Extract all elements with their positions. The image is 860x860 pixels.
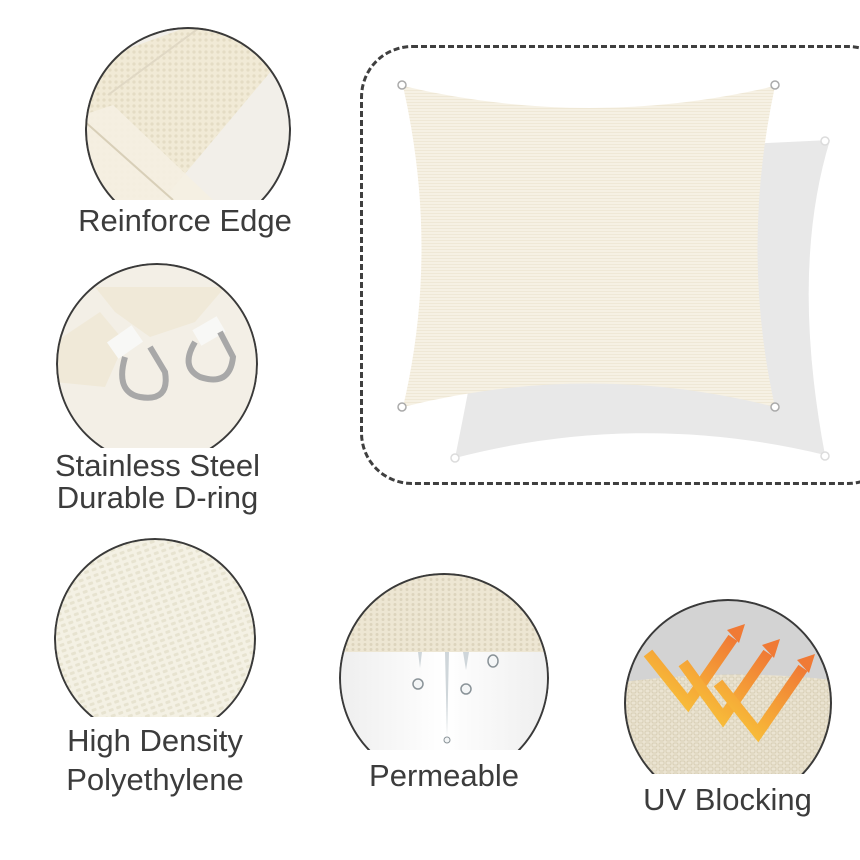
permeable-label: Permeable bbox=[369, 758, 519, 793]
uv-blocking-label: UV Blocking bbox=[643, 782, 812, 817]
hdpe-image bbox=[53, 537, 258, 717]
permeable-image bbox=[338, 572, 550, 750]
reinforce-edge-label: Reinforce Edge bbox=[78, 203, 292, 238]
hdpe-label-line2: Polyethylene bbox=[66, 762, 244, 797]
hdpe-label-line1: High Density bbox=[67, 723, 243, 758]
product-frame bbox=[360, 45, 860, 485]
d-ring-label-line2: Durable D-ring bbox=[56, 480, 259, 515]
d-ring-label-line1: Stainless Steel bbox=[54, 448, 261, 483]
shade-sail-image bbox=[390, 70, 840, 470]
uv-blocking-image bbox=[623, 598, 833, 774]
d-ring-image bbox=[55, 262, 260, 448]
reinforce-edge-image bbox=[83, 25, 293, 200]
